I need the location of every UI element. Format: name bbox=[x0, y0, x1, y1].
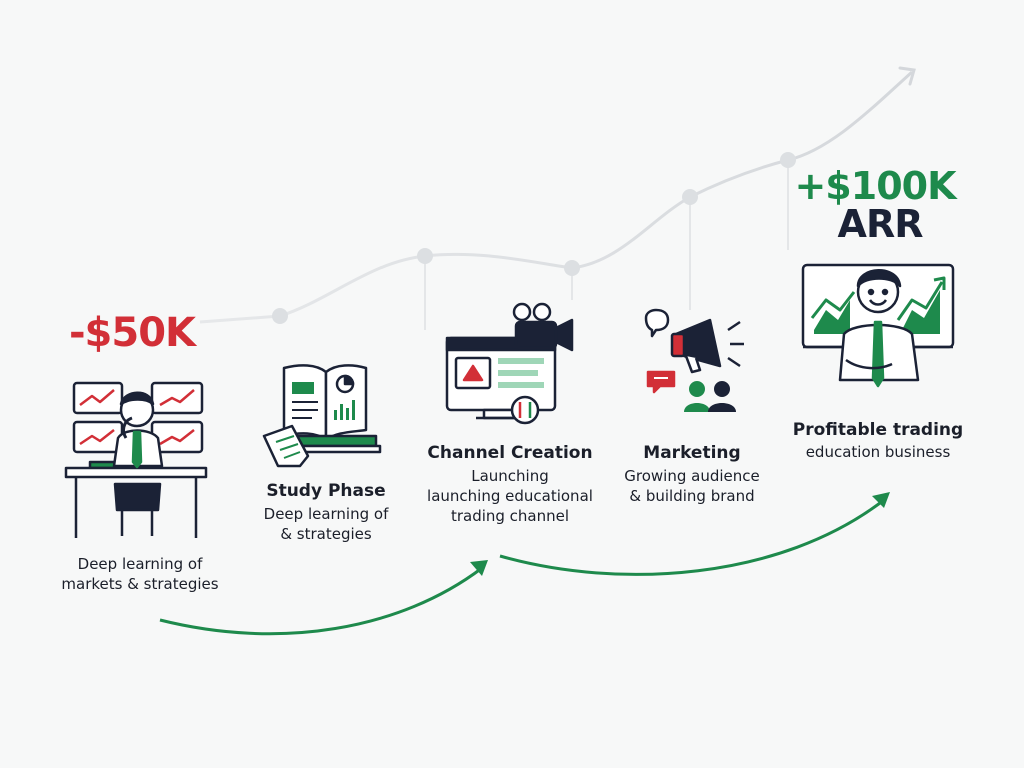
stage-1-description: Deep learning of markets & strategies bbox=[50, 554, 230, 594]
stage-3-description-line: trading channel bbox=[450, 507, 570, 525]
trend-point bbox=[780, 152, 796, 168]
stage-1-description-line: markets & strategies bbox=[61, 575, 219, 593]
stage-1-description-line: Deep learning of bbox=[77, 555, 203, 573]
stage-2-description: Deep learning of & strategies bbox=[250, 504, 402, 544]
trend-point bbox=[682, 189, 698, 205]
progress-arrows bbox=[159, 492, 890, 636]
trend-point bbox=[417, 248, 433, 264]
stage-3-description: Launching launching educational trading … bbox=[418, 466, 602, 526]
stage-3-title: Channel Creation bbox=[427, 443, 593, 463]
open-book-study-icon bbox=[262, 364, 382, 468]
channel-creation-icon bbox=[445, 302, 574, 425]
start-value-label: -$50K bbox=[68, 310, 196, 356]
stressed-trader-at-desk-icon bbox=[64, 381, 208, 538]
trend-point bbox=[272, 308, 288, 324]
green-arrowhead-icon bbox=[872, 492, 890, 508]
stage-3-description-line: Launching bbox=[471, 467, 549, 485]
end-unit-label: ARR bbox=[837, 202, 924, 246]
stage-4-description: Growing audience & building brand bbox=[610, 466, 774, 506]
stage-2-description-line: & strategies bbox=[280, 525, 372, 543]
stage-5-description-line: education business bbox=[805, 443, 951, 461]
trend-arrowhead-icon bbox=[898, 66, 916, 86]
stage-2-description-line: Deep learning of bbox=[263, 505, 389, 523]
megaphone-marketing-icon bbox=[644, 308, 744, 412]
stage-5-description: education business bbox=[786, 442, 970, 462]
stage-4-description-line: & building brand bbox=[629, 487, 755, 505]
end-value-label: +$100K bbox=[794, 164, 956, 208]
stage-4-description-line: Growing audience bbox=[624, 467, 760, 485]
stage-4-title: Marketing bbox=[643, 443, 741, 463]
confident-trader-icon bbox=[801, 263, 955, 388]
stage-2-title: Study Phase bbox=[266, 481, 386, 501]
trend-line bbox=[199, 66, 916, 330]
stage-3-description-line: launching educational bbox=[427, 487, 593, 505]
trend-point bbox=[564, 260, 580, 276]
stage-5-title: Profitable trading bbox=[792, 420, 964, 440]
green-arrowhead-icon bbox=[470, 560, 488, 576]
